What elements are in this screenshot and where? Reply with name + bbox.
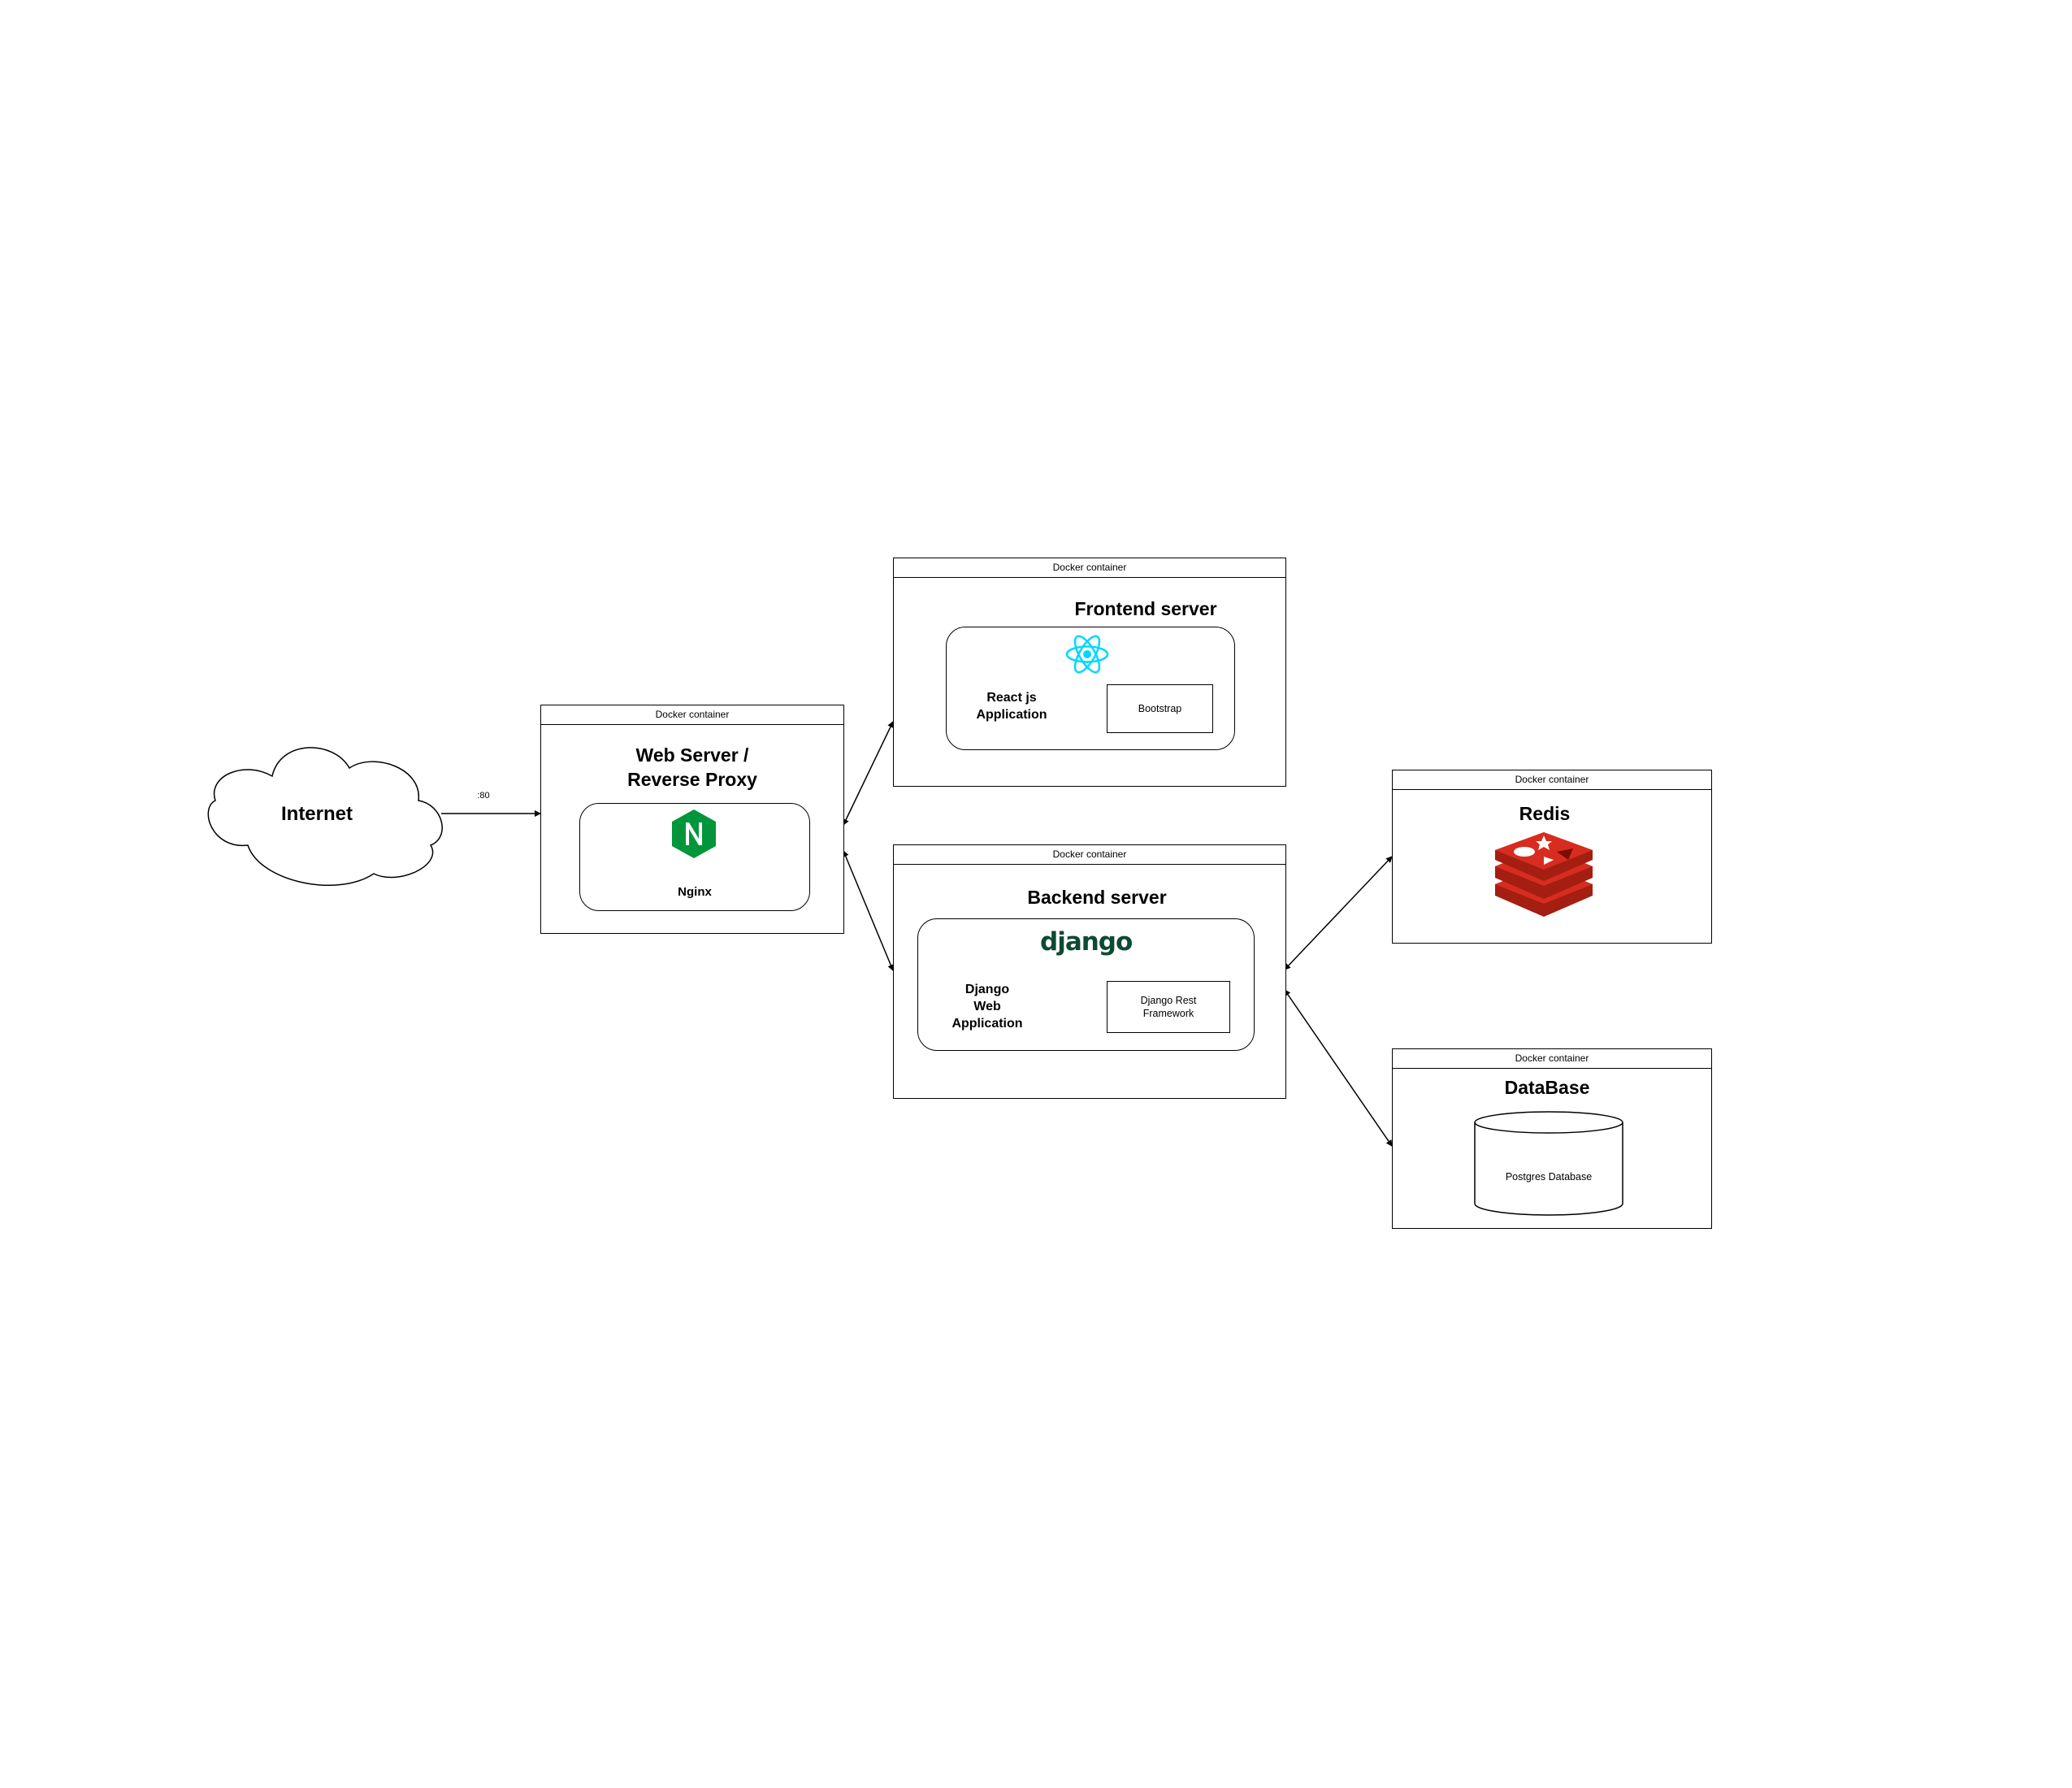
frontend-container[interactable]: Docker container Frontend server React j… — [893, 558, 1286, 787]
web-server-container[interactable]: Docker container Web Server / Reverse Pr… — [540, 705, 844, 934]
bootstrap-box[interactable]: Bootstrap — [1107, 684, 1213, 733]
react-icon — [1065, 635, 1109, 674]
react-app-label: React js Application — [976, 691, 1047, 722]
backend-title: Backend server — [1027, 887, 1167, 908]
postgres-label: Postgres Database — [1505, 1171, 1593, 1183]
backend-redis-arrow — [1284, 856, 1393, 970]
container-header: Docker container — [894, 558, 1285, 578]
nginx-label: Nginx — [678, 885, 712, 899]
backend-container[interactable]: Docker container Backend server django D… — [893, 844, 1286, 1099]
container-header: Docker container — [1393, 1049, 1711, 1069]
backend-database-arrow — [1284, 989, 1393, 1147]
react-app-box[interactable]: React js Application Bootstrap — [946, 627, 1235, 750]
container-header: Docker container — [1393, 770, 1711, 790]
container-header: Docker container — [894, 845, 1285, 865]
redis-title: Redis — [1519, 803, 1571, 824]
internet-label: Internet — [280, 803, 353, 825]
web-server-title: Web Server / Reverse Proxy — [627, 744, 757, 790]
database-cylinder-icon — [1474, 1111, 1623, 1216]
database-container[interactable]: Docker container DataBase Postgres Datab… — [1392, 1048, 1712, 1229]
container-header: Docker container — [541, 705, 843, 725]
nginx-backend-arrow — [842, 850, 895, 971]
redis-container[interactable]: Docker container Redis — [1392, 770, 1712, 944]
nginx-app-box[interactable]: Nginx — [579, 803, 810, 911]
frontend-title: Frontend server — [1074, 598, 1217, 619]
redis-icon — [1495, 832, 1593, 917]
port-label: :80 — [477, 791, 490, 801]
django-logo: django — [1040, 927, 1133, 957]
django-app-label: Django Web Application — [951, 983, 1023, 1031]
django-app-box[interactable]: django Django Web Application Django Res… — [917, 918, 1255, 1051]
nginx-icon — [672, 809, 716, 858]
nginx-frontend-arrow — [843, 721, 894, 826]
drf-box[interactable]: Django Rest Framework — [1107, 981, 1230, 1033]
database-title: DataBase — [1504, 1077, 1590, 1098]
